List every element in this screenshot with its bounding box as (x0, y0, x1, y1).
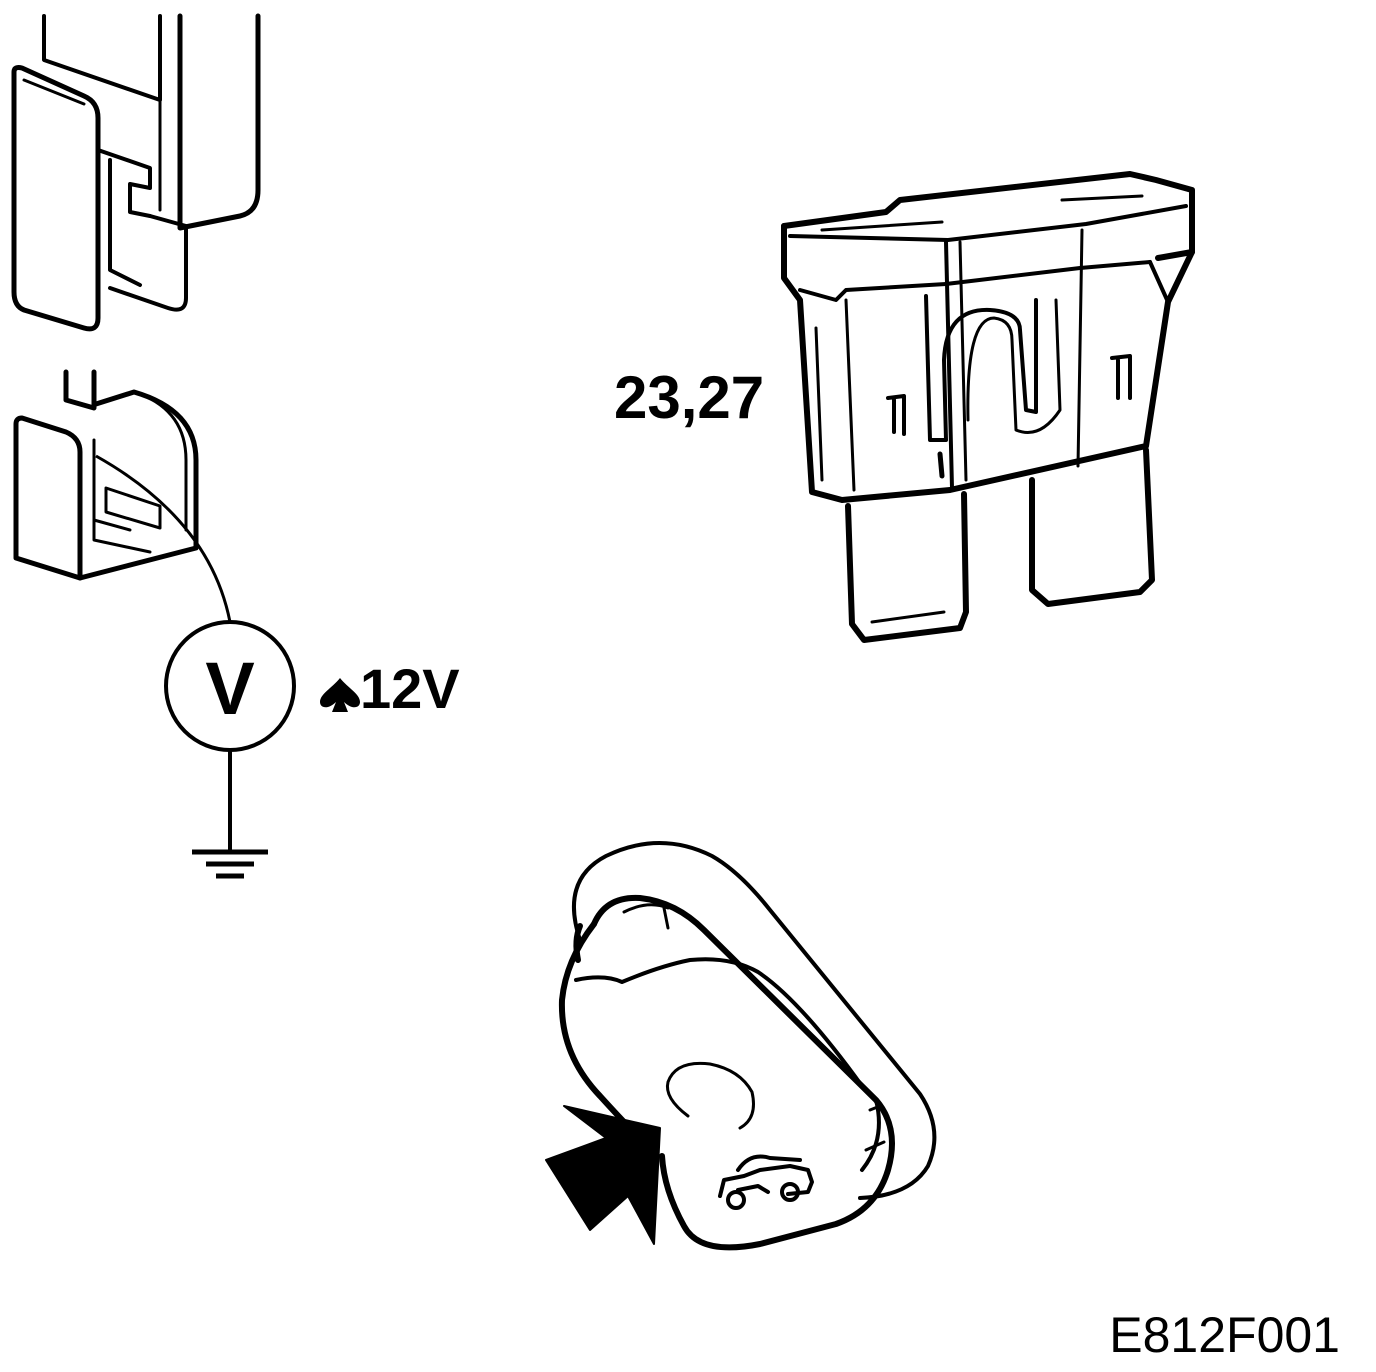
trunk-release-switch-icon (558, 841, 937, 1251)
connector-socket-icon (13, 369, 199, 581)
voltage-label: 12V (320, 657, 460, 720)
figure-code: E812F001 (1109, 1307, 1340, 1363)
pointer-arrow-icon (545, 1105, 661, 1245)
fuse-number-label: 23,27 (614, 364, 764, 431)
voltmeter-icon: V (164, 620, 296, 752)
voltmeter-symbol: V (205, 647, 254, 730)
blade-fuse-icon (781, 171, 1195, 643)
connector-terminal-icon (11, 13, 261, 332)
ground-symbol-icon (192, 750, 268, 879)
spade-icon (320, 678, 360, 712)
probe-wire (95, 454, 232, 623)
voltage-reading: 12V (360, 657, 460, 720)
car-trunk-open-icon (718, 1154, 814, 1210)
